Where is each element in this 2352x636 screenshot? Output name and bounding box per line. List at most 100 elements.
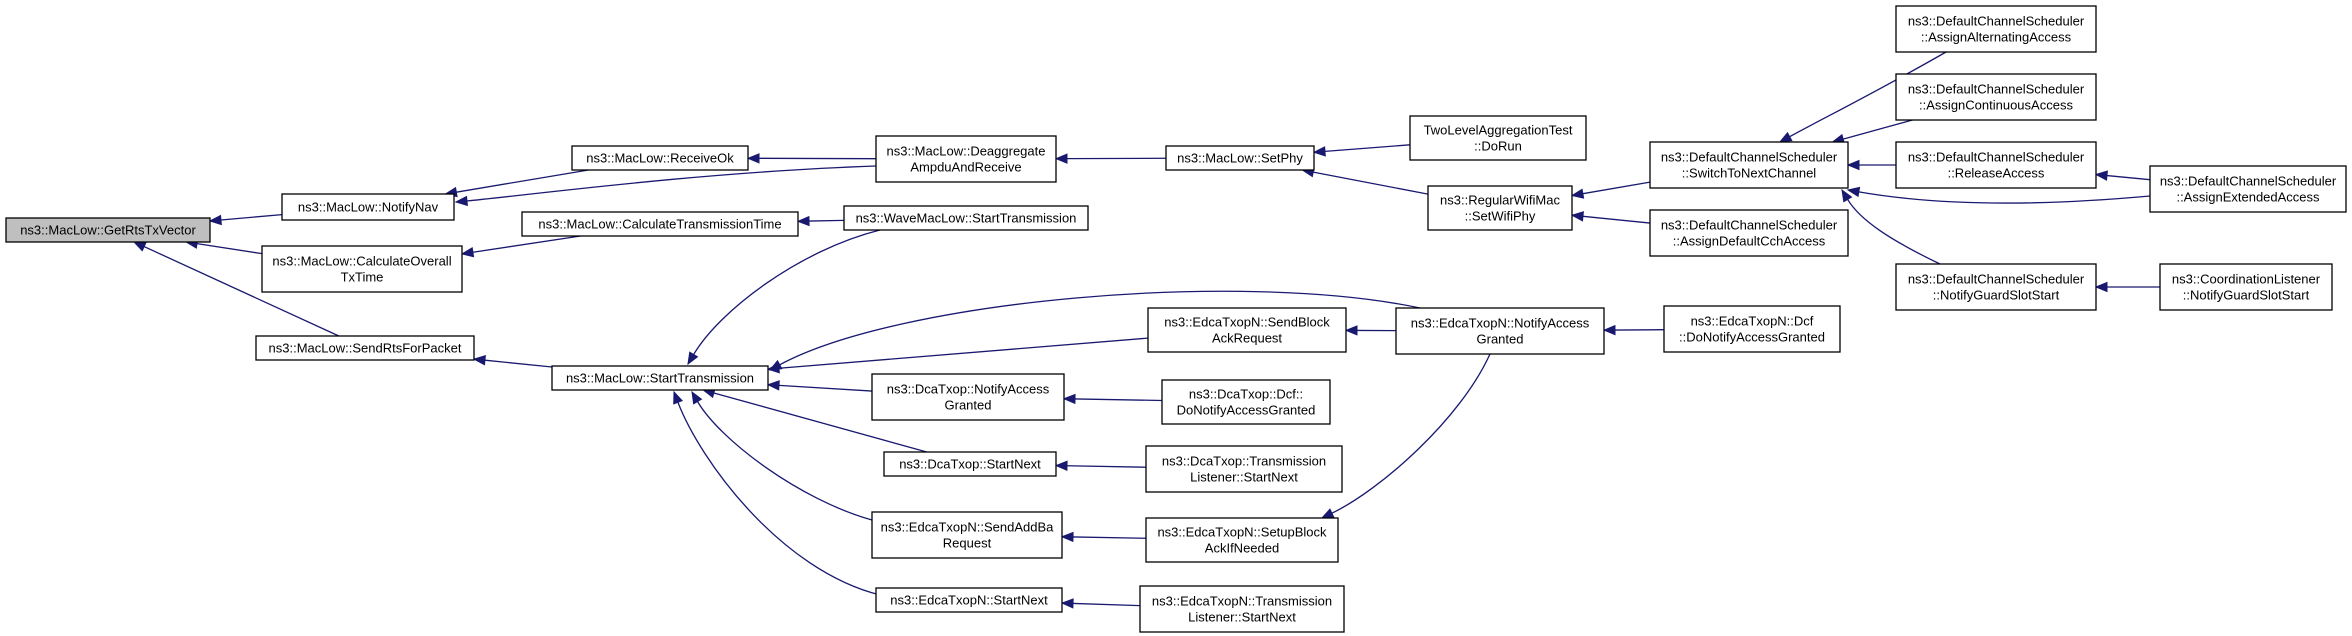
node-box[interactable] [1165,145,1315,171]
edge-line [1324,144,1411,153]
edge-edcaDcfNotify-to-edcaNotifyAccessGranted [1602,324,1665,336]
node-startTransmission[interactable]: ns3::MacLow::StartTransmission [551,365,769,391]
edge-line [677,402,881,596]
node-box[interactable] [1145,445,1343,493]
node-box[interactable] [1895,263,2097,311]
edge-arrowhead [746,153,760,164]
node-label-line: TwoLevelAggregationTest [1424,123,1573,138]
node-box[interactable] [871,373,1065,421]
node-box[interactable] [2159,263,2333,311]
node-getRtsTxVector[interactable]: ns3::MacLow::GetRtsTxVector [5,217,211,243]
edge-assignContinuous-to-switchToNextChannel [1831,119,1913,145]
nodes-layer: ns3::MacLow::GetRtsTxVectorns3::MacLow::… [5,5,2347,633]
node-box[interactable] [1145,517,1339,563]
edge-edcaNotifyAccessGranted-to-edcaSetupBlockAck [1320,353,1491,519]
node-label-line: ns3::EdcaTxopN::SendBlock [1164,315,1330,330]
node-twoLevelDoRun[interactable]: TwoLevelAggregationTest::DoRun [1409,115,1587,161]
node-label-line: ns3::DefaultChannelScheduler [2160,174,2337,189]
node-assignDefaultCch[interactable]: ns3::DefaultChannelScheduler::AssignDefa… [1649,209,1849,257]
node-box[interactable] [261,245,463,293]
node-box[interactable] [883,451,1057,477]
node-edcaDcfNotify[interactable]: ns3::EdcaTxopN::Dcf::DoNotifyAccessGrant… [1663,305,1841,353]
edge-arrowhead [1062,393,1076,405]
node-dcaTransListener[interactable]: ns3::DcaTxop::TransmissionListener::Star… [1145,445,1343,493]
node-label-line: ::NotifyGuardSlotStart [1933,288,2060,303]
node-label-line: ns3::EdcaTxopN::StartNext [890,593,1048,608]
node-box[interactable] [551,365,769,391]
node-receiveOk[interactable]: ns3::MacLow::ReceiveOk [571,145,749,171]
node-label-line: ns3::RegularWifiMac [1440,193,1560,208]
node-box[interactable] [871,511,1063,559]
edge-arrowhead [673,390,684,405]
node-box[interactable] [875,587,1063,613]
node-box[interactable] [843,205,1089,231]
node-box[interactable] [1427,185,1573,231]
edge-line [2106,174,2151,181]
node-dcaNotifyAccessGranted[interactable]: ns3::DcaTxop::NotifyAccessGranted [871,373,1065,421]
edge-line [713,392,927,453]
node-box[interactable] [2149,165,2347,213]
node-assignAlternating[interactable]: ns3::DefaultChannelScheduler::AssignAlte… [1895,5,2097,53]
edge-line [1074,398,1163,402]
node-regularSetWifiPhy[interactable]: ns3::RegularWifiMac::SetWifiPhy [1427,185,1573,231]
edge-line [778,384,873,392]
node-assignExtended[interactable]: ns3::DefaultChannelScheduler::AssignExte… [2149,165,2347,213]
edge-line [779,290,1421,366]
node-box[interactable] [1409,115,1587,161]
edge-arrowhead [460,246,475,258]
node-edcaTransListener[interactable]: ns3::EdcaTxopN::TransmissionListener::St… [1139,585,1345,633]
edge-arrowhead [1570,211,1584,222]
node-box[interactable] [1395,307,1605,355]
edge-edcaSetupBlockAck-to-edcaSendAddBa [1060,531,1147,543]
node-edcaNotifyAccessGranted[interactable]: ns3::EdcaTxopN::NotifyAccessGranted [1395,307,1605,355]
node-box[interactable] [1161,379,1331,425]
node-calculateTransmissionTime[interactable]: ns3::MacLow::CalculateTransmissionTime [521,211,799,237]
edge-calculateTransmissionTime-to-calculateOverallTxTime [460,235,581,258]
node-assignContinuous[interactable]: ns3::DefaultChannelScheduler::AssignCont… [1895,73,2097,121]
edge-setPhy-to-deaggregate [1054,153,1167,164]
edge-arrowhead [132,241,147,252]
edge-arrowhead [2094,281,2108,293]
edge-line [456,169,589,193]
node-edcaStartNext[interactable]: ns3::EdcaTxopN::StartNext [875,587,1063,613]
node-releaseAccess[interactable]: ns3::DefaultChannelScheduler::ReleaseAcc… [1895,141,2097,189]
node-box[interactable] [1649,209,1849,257]
node-dcaDcfNotify[interactable]: ns3::DcaTxop::Dcf::DoNotifyAccessGranted [1161,379,1331,425]
node-box[interactable] [1895,5,2097,53]
node-box[interactable] [1139,585,1345,633]
node-box[interactable] [521,211,799,237]
node-box[interactable] [281,193,455,221]
node-box[interactable] [875,135,1057,183]
node-sendRtsForPacket[interactable]: ns3::MacLow::SendRtsForPacket [255,335,475,361]
edge-line [693,229,881,355]
edge-arrowhead [1344,325,1358,336]
node-setPhy[interactable]: ns3::MacLow::SetPhy [1165,145,1315,171]
node-label-line: ::DoRun [1474,139,1522,154]
edge-line [1789,51,1947,138]
edge-arrowhead [687,351,699,366]
node-switchToNextChannel[interactable]: ns3::DefaultChannelScheduler::SwitchToNe… [1649,141,1849,189]
node-box[interactable] [1895,73,2097,121]
node-label-line: ::DoNotifyAccessGranted [1679,330,1825,345]
node-box[interactable] [1147,307,1347,353]
node-box[interactable] [5,217,211,243]
node-label-line: ns3::WaveMacLow::StartTransmission [856,211,1077,226]
node-box[interactable] [1663,305,1841,353]
node-box[interactable] [1895,141,2097,189]
node-box[interactable] [571,145,749,171]
node-label-line: Request [943,536,992,551]
node-dcaStartNext[interactable]: ns3::DcaTxop::StartNext [883,451,1057,477]
node-coordListener[interactable]: ns3::CoordinationListener::NotifyGuardSl… [2159,263,2333,311]
edge-receiveOk-to-notifyNav [444,169,589,198]
node-waveStartTransmission[interactable]: ns3::WaveMacLow::StartTransmission [843,205,1089,231]
node-notifyNav[interactable]: ns3::MacLow::NotifyNav [281,193,455,221]
edge-deaggregate-to-notifyNav [454,165,877,207]
node-notifyGuardSlotStart[interactable]: ns3::DefaultChannelScheduler::NotifyGuar… [1895,263,2097,311]
node-box[interactable] [1649,141,1849,189]
node-box[interactable] [255,335,475,361]
